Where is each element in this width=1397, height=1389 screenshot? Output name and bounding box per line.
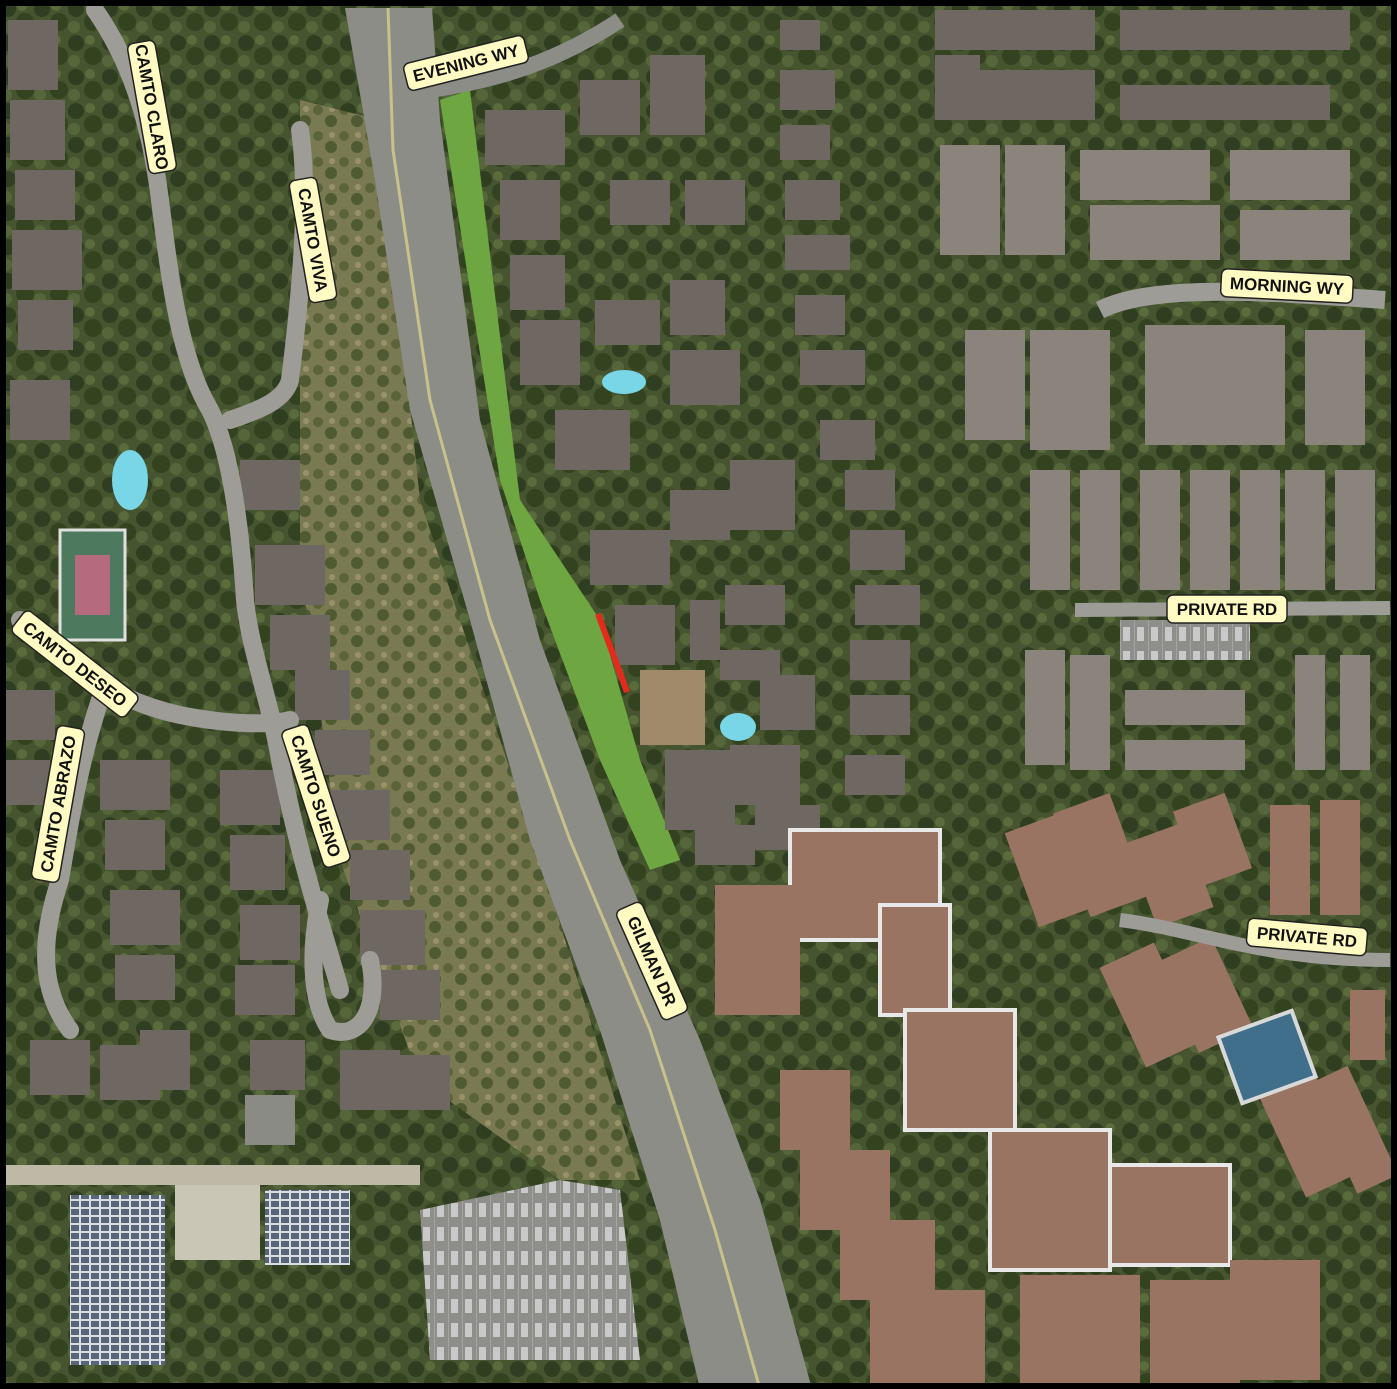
pool-center-north xyxy=(602,370,646,394)
parking-lot-south xyxy=(420,1180,640,1360)
svg-text:PRIVATE RD: PRIVATE RD xyxy=(1177,600,1277,619)
south-complexes xyxy=(715,828,1320,1385)
label-private-rd-south[interactable]: PRIVATE RD xyxy=(1245,917,1369,957)
label-camto-viva[interactable]: CAMTO VIVA xyxy=(288,176,338,304)
campus-courtyard xyxy=(175,1180,260,1260)
pool-center-south xyxy=(720,713,756,741)
southeast-homes xyxy=(1004,792,1397,1198)
gilman-dr-median xyxy=(386,7,762,1389)
label-morning-wy[interactable]: MORNING WY xyxy=(1219,268,1355,304)
east-townhomes xyxy=(1025,470,1375,770)
lawn-strip xyxy=(440,90,680,870)
center-condos xyxy=(485,20,920,865)
campus-plaza xyxy=(0,1165,420,1185)
pool-west xyxy=(112,450,148,510)
gilman-dr-roadway xyxy=(345,8,812,1389)
campus-building-solar xyxy=(70,1195,165,1365)
highlighted-segment[interactable] xyxy=(595,612,630,694)
label-private-rd-north[interactable]: PRIVATE RD xyxy=(1166,594,1288,624)
private-rd-south-road xyxy=(1119,913,1391,967)
west-residential xyxy=(5,20,450,1145)
parking-lot-east xyxy=(1120,620,1250,660)
evening-wy-road xyxy=(428,13,625,98)
northeast-condos xyxy=(935,10,1365,450)
tennis-court-east xyxy=(1215,1008,1319,1106)
campus-building-north xyxy=(265,1190,350,1265)
